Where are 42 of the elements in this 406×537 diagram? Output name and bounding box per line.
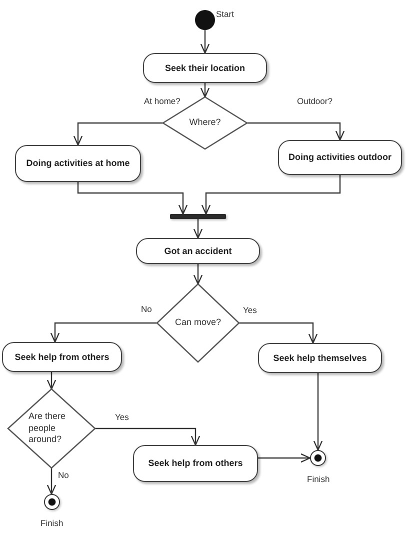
decision-text: Where? [189, 117, 221, 129]
decision-text: Can move? [174, 317, 222, 329]
action-box [258, 343, 382, 373]
flow-arrow [258, 453, 311, 463]
action-text: Got an accident [164, 246, 232, 256]
edge-label: No [57, 470, 70, 480]
action-text: Seek help from others [14, 352, 110, 362]
join-bar [170, 214, 226, 219]
edge-label: Yes [242, 305, 258, 316]
decision-text: Are there people around? [28, 410, 67, 446]
flow-arrow [95, 428, 200, 446]
action-text: Seek help from others [148, 458, 243, 469]
edge-label: Outdoor? [296, 96, 334, 106]
action-text: Seek their location [164, 62, 246, 74]
action-text: Doing activities outdoor [288, 152, 392, 163]
action-box [136, 238, 260, 264]
flow-arrow [239, 322, 318, 344]
flow-arrow [46, 468, 56, 495]
action-text: Seek help themselves [273, 352, 367, 364]
flow-arrow [193, 264, 203, 285]
action-box [133, 445, 258, 482]
node-caption: Start [216, 9, 234, 20]
flow-arrow [193, 219, 203, 239]
action-box [15, 145, 141, 182]
flow-arrow [200, 30, 210, 54]
action-box [143, 53, 267, 83]
flow-arrow [201, 175, 341, 215]
flow-arrow [200, 83, 210, 98]
flow-arrow [50, 322, 157, 343]
flow-arrow [313, 373, 323, 451]
flow-arrow [46, 372, 56, 390]
flow-arrow [77, 182, 188, 215]
edge-label: No [140, 304, 153, 314]
edge-label: Yes [114, 412, 130, 422]
node-caption: Finish [40, 518, 64, 528]
edge-label: At home? [143, 96, 182, 106]
action-box [2, 342, 122, 372]
flow-arrow [73, 122, 163, 146]
flow-arrow [247, 122, 345, 141]
action-text: Doing activities at home [26, 158, 130, 169]
node-caption: Finish [307, 474, 330, 484]
action-box [278, 140, 402, 175]
